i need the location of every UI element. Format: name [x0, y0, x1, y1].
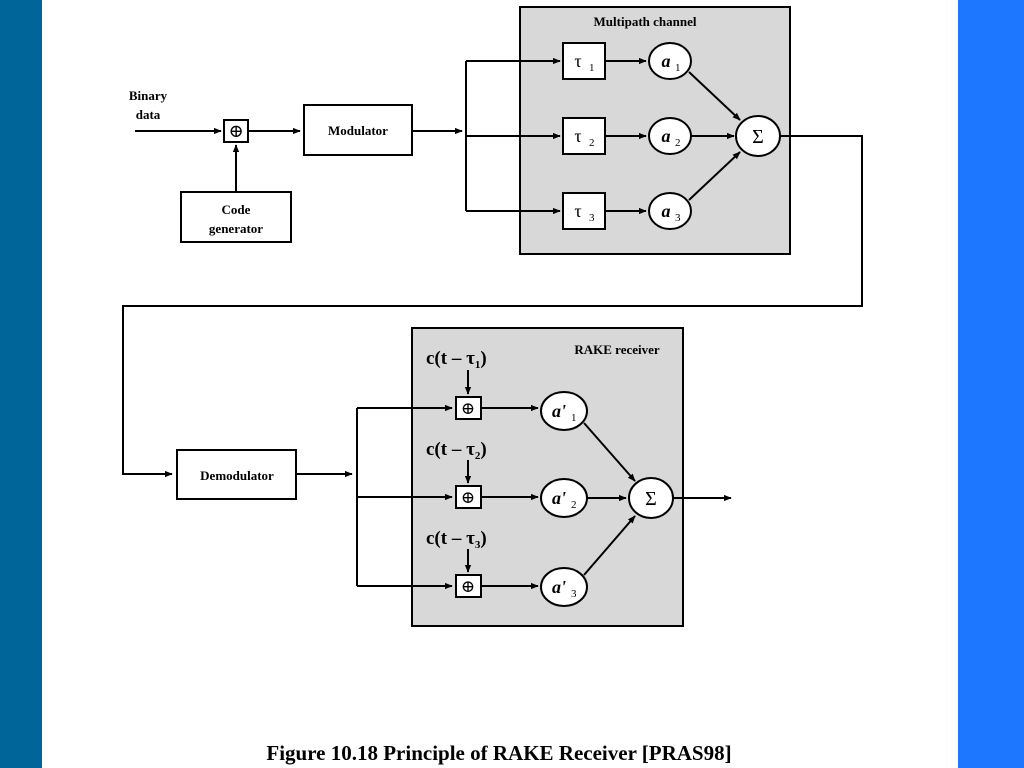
xor-icon: ⊕: [461, 399, 475, 418]
channel-gain-symbol-2: a: [662, 126, 671, 146]
figure-caption: Figure 10.18 Principle of RAKE Receiver …: [266, 741, 731, 765]
xor-icon: ⊕: [461, 577, 475, 596]
rake-gain-1: [540, 391, 588, 431]
rake-gain-subscript-3: 3: [571, 588, 577, 600]
gain3-to-sum-arrow: [688, 151, 741, 201]
rake-gain-symbol-3: a': [552, 577, 566, 597]
multipath-channel-title: Multipath channel: [594, 14, 697, 29]
code-generator-line1: Code: [222, 202, 251, 217]
code-label-3: c(t – τ3): [426, 528, 487, 551]
xor-icon: ⊕: [228, 121, 243, 141]
left-border-band: [0, 0, 42, 768]
delay-symbol-3: τ: [574, 201, 581, 221]
channel-gain-subscript-1: 1: [675, 62, 681, 74]
gain1-to-sum-arrow: [688, 71, 741, 121]
sigma-icon: Σ: [645, 488, 657, 510]
rake-gain-symbol-2: a': [552, 488, 566, 508]
code-label-1: c(t – τ1): [426, 348, 487, 371]
delay-box-2: [562, 117, 606, 155]
rake-gain-subscript-2: 2: [571, 499, 577, 511]
delay-subscript-3: 3: [589, 212, 595, 224]
channel-gain-subscript-2: 2: [675, 137, 681, 149]
code-label-2: c(t – τ2): [426, 439, 487, 462]
channel-gain-3: [648, 192, 692, 230]
rake-gain-subscript-1: 1: [571, 412, 577, 424]
xor-icon: ⊕: [461, 488, 475, 507]
code-generator-box: [180, 191, 292, 243]
channel-gain-symbol-1: a: [662, 51, 671, 71]
modulator-label: Modulator: [328, 123, 388, 138]
channel-gain-subscript-3: 3: [675, 212, 681, 224]
modulator-box: [303, 104, 413, 156]
demodulator-box: [176, 449, 297, 500]
channel-gain-symbol-3: a: [662, 201, 671, 221]
rake-receiver-title: RAKE receiver: [574, 342, 660, 357]
rake-gain3-to-sum-arrow: [583, 515, 636, 576]
demodulator-label: Demodulator: [200, 468, 274, 483]
rake-gain-3: [540, 567, 588, 607]
sigma-icon: Σ: [752, 126, 764, 148]
delay-subscript-1: 1: [589, 62, 595, 74]
right-border-band: [958, 0, 1024, 768]
delay-box-3: [562, 192, 606, 230]
delay-box-1: [562, 42, 606, 80]
delay-symbol-2: τ: [574, 126, 581, 146]
channel-to-demodulator-line: [122, 135, 863, 478]
rake-gain1-to-sum-arrow: [583, 422, 636, 482]
channel-gain-1: [648, 42, 692, 80]
binary-data-label-line1: Binary: [129, 88, 168, 103]
delay-subscript-2: 2: [589, 137, 595, 149]
code-generator-line2: generator: [209, 221, 263, 236]
rake-gain-symbol-1: a': [552, 401, 566, 421]
binary-data-label-line2: data: [136, 107, 161, 122]
delay-symbol-1: τ: [574, 51, 581, 71]
